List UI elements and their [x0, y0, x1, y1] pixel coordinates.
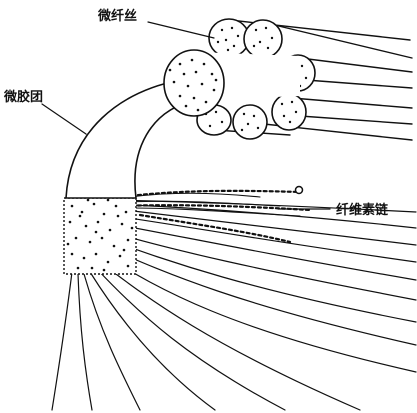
microfibril-end-2 — [244, 20, 282, 58]
micelle-label: 微胶团 — [3, 89, 43, 105]
microfibril-leader — [148, 22, 214, 38]
microfibril-end-4 — [272, 94, 306, 130]
micelle-leader — [42, 104, 86, 134]
microfibril-bundle — [164, 19, 412, 140]
micelle-block — [64, 198, 136, 274]
microfibril-end-5 — [233, 105, 267, 139]
cellulose-chain-label: 纤维素链 — [336, 202, 389, 218]
microfibril-label: 微纤丝 — [97, 8, 137, 24]
microfibril-end-1 — [209, 19, 249, 57]
